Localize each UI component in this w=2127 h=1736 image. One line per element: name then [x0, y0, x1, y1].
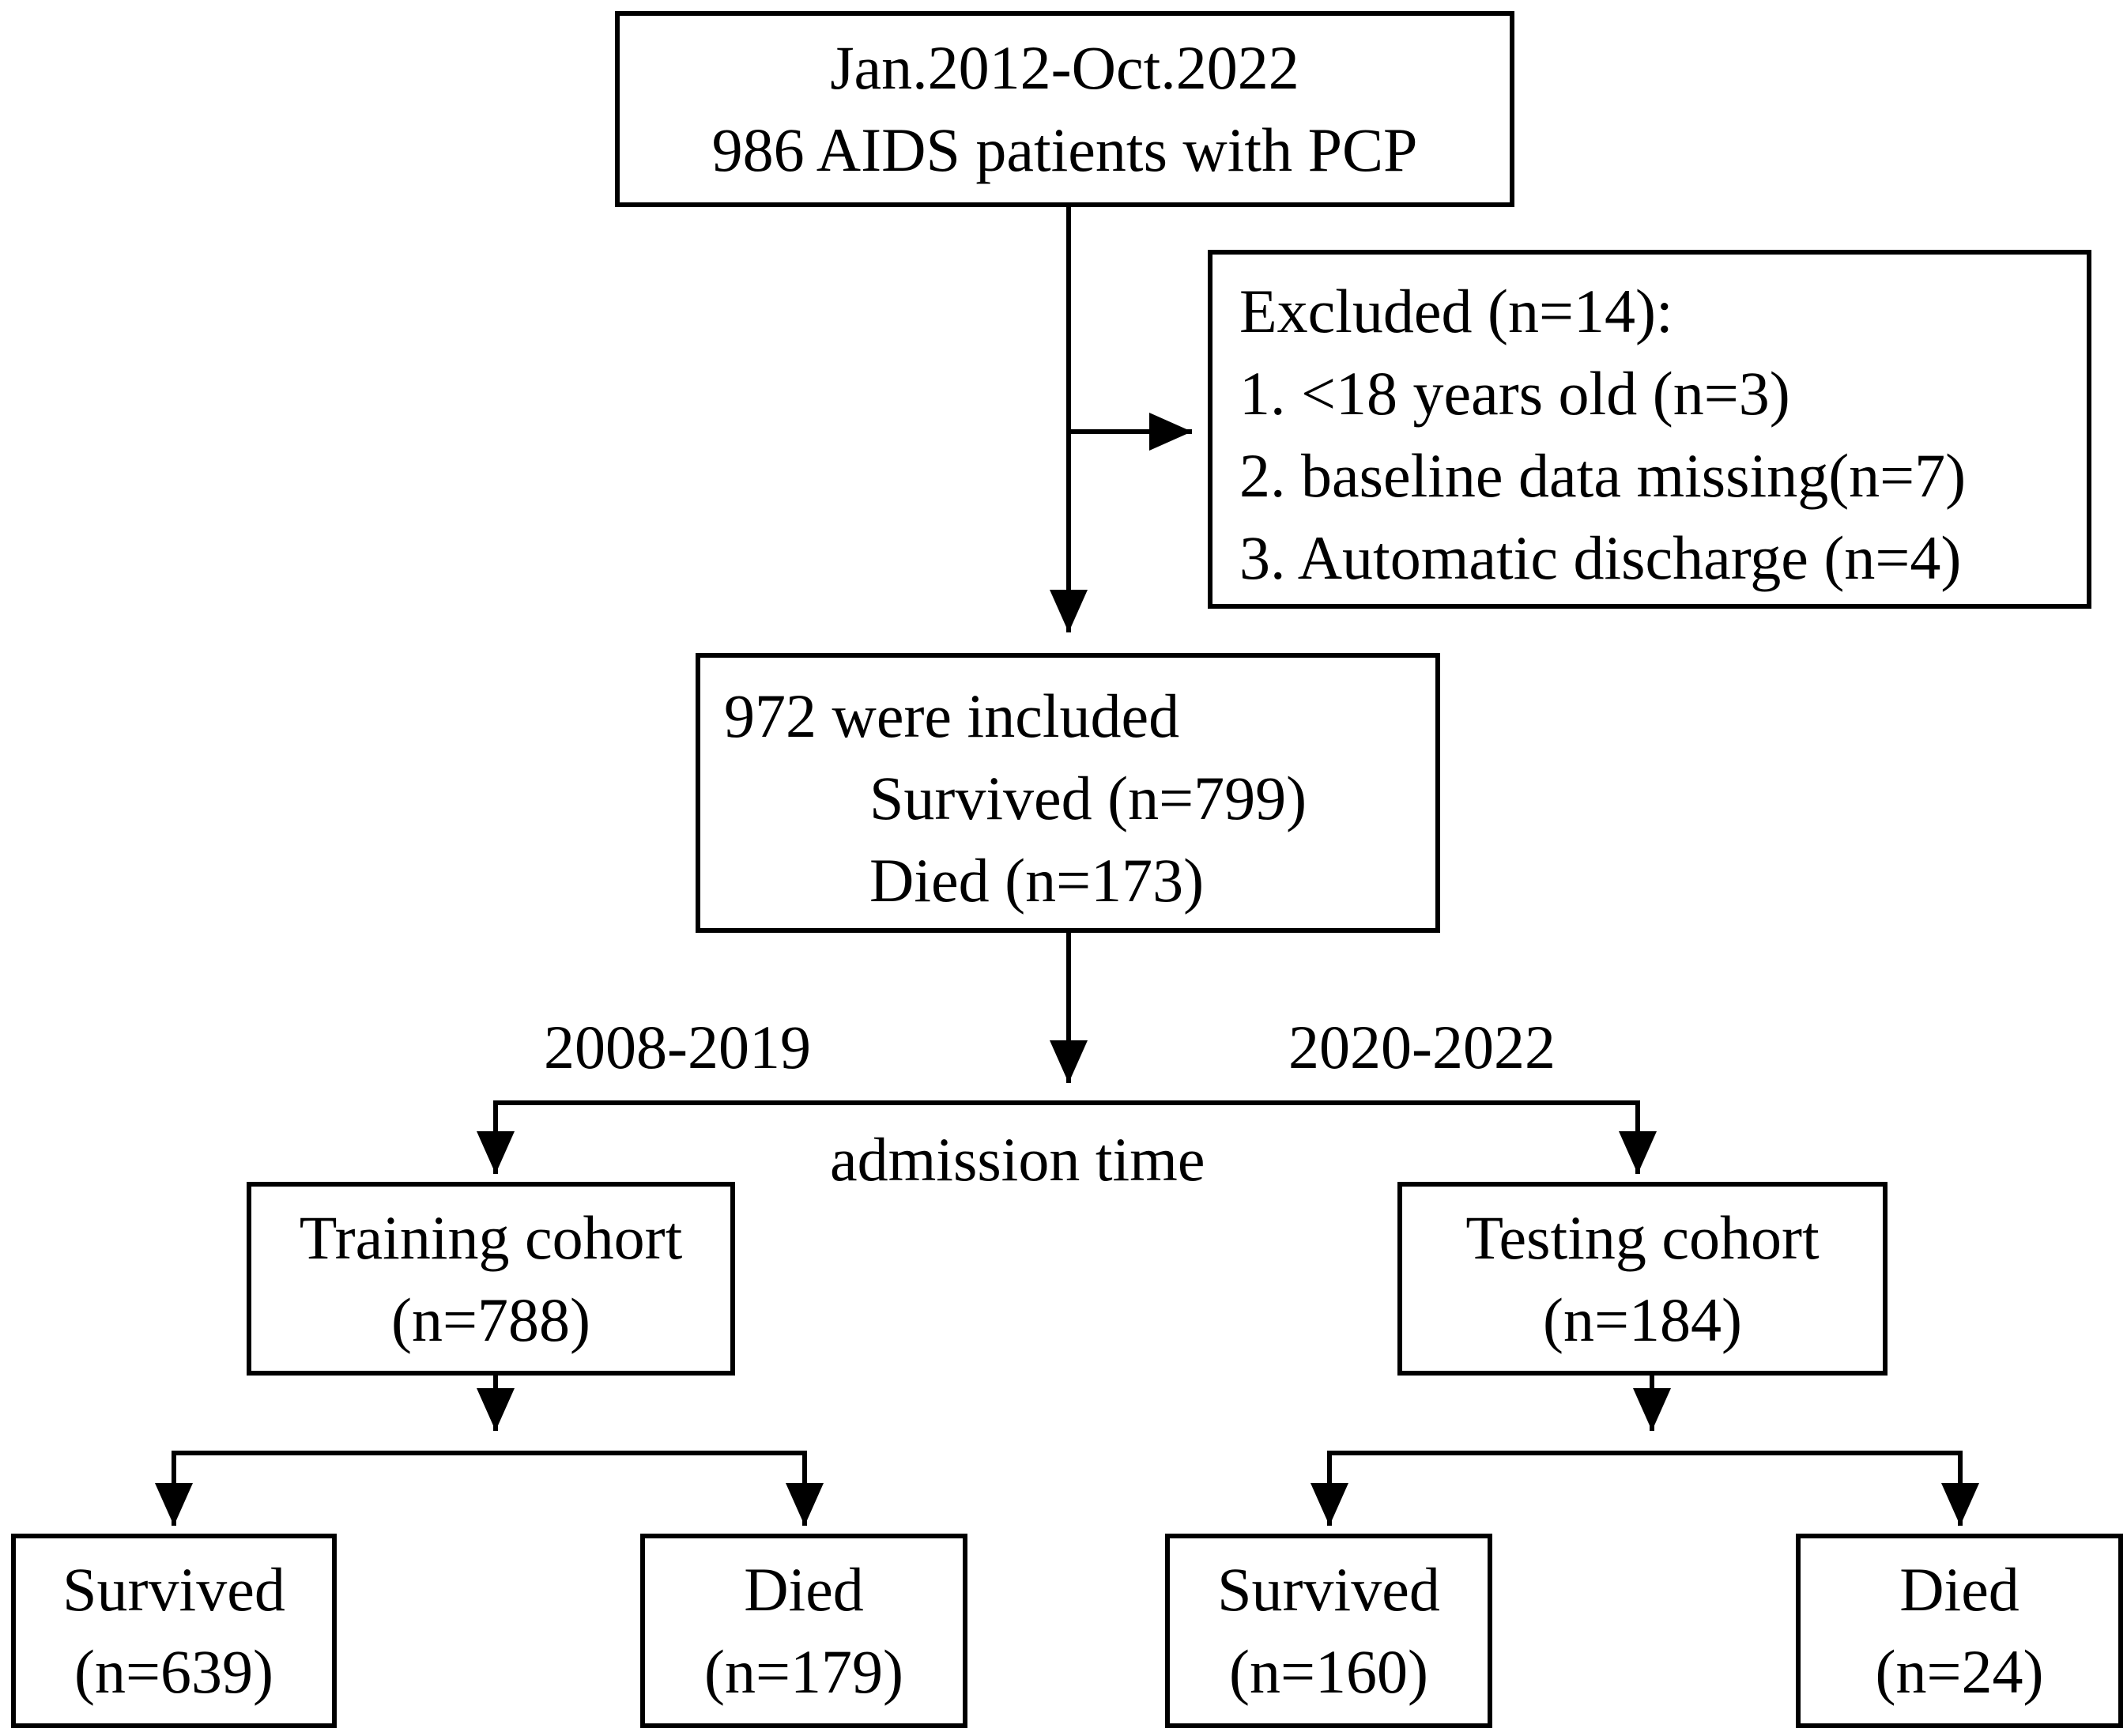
test-died-label: Died — [1899, 1555, 2020, 1624]
test-died-count: (n=24) — [1875, 1637, 2044, 1706]
testing-split-bar — [1327, 1451, 1963, 1486]
included-died: Died (n=173) — [869, 846, 1205, 915]
excluded-item-2: 2. baseline data missing(n=7) — [1239, 441, 1967, 510]
testing-cohort-box: Testing cohort (n=184) — [1397, 1182, 1888, 1376]
train-died-box: Died (n=179) — [640, 1534, 967, 1728]
left-period-label: 2008-2019 — [544, 1013, 811, 1081]
train-survived-box: Survived (n=639) — [11, 1534, 337, 1728]
testing-cohort-count: (n=184) — [1543, 1285, 1742, 1354]
included-total: 972 were included — [724, 681, 1180, 750]
start-population: 986 AIDS patients with PCP — [711, 115, 1418, 184]
train-survived-label: Survived — [62, 1555, 285, 1624]
excluded-title: Excluded (n=14): — [1239, 277, 1673, 345]
included-survived: Survived (n=799) — [869, 764, 1307, 832]
test-died-box: Died (n=24) — [1796, 1534, 2123, 1728]
excluded-box: Excluded (n=14): 1. <18 years old (n=3) … — [1208, 250, 2091, 609]
included-box: 972 were included Survived (n=799) Died … — [696, 653, 1440, 933]
split-basis-label: admission time — [830, 1125, 1205, 1194]
testing-cohort-title: Testing cohort — [1465, 1202, 1820, 1272]
training-cohort-title: Training cohort — [299, 1202, 683, 1272]
train-survived-count: (n=639) — [74, 1637, 273, 1706]
excluded-item-1: 1. <18 years old (n=3) — [1239, 359, 1790, 428]
test-survived-label: Survived — [1217, 1555, 1440, 1624]
training-cohort-count: (n=788) — [391, 1285, 590, 1354]
train-died-count: (n=179) — [704, 1637, 903, 1706]
test-survived-count: (n=160) — [1229, 1637, 1428, 1706]
training-cohort-box: Training cohort (n=788) — [247, 1182, 735, 1376]
train-died-label: Died — [744, 1555, 864, 1624]
test-survived-box: Survived (n=160) — [1165, 1534, 1492, 1728]
excluded-item-3: 3. Automatic discharge (n=4) — [1239, 523, 1962, 592]
start-period: Jan.2012-Oct.2022 — [830, 33, 1299, 102]
right-period-label: 2020-2022 — [1288, 1013, 1556, 1081]
training-split-bar — [172, 1451, 807, 1486]
start-box: Jan.2012-Oct.2022 986 AIDS patients with… — [615, 11, 1514, 207]
